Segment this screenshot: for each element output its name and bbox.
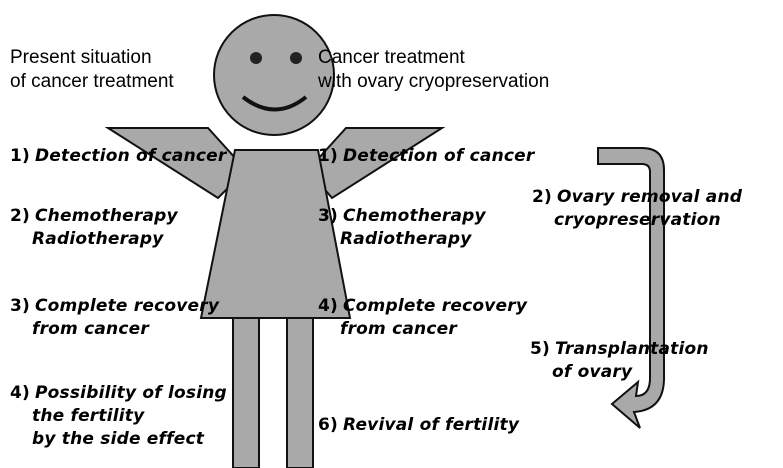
step-number: 1) (10, 146, 30, 166)
step-text: Complete recovery (343, 296, 527, 316)
heading-ovary-cryopreservation: Cancer treatment with ovary cryopreserva… (318, 46, 549, 94)
heading-line: with ovary cryopreservation (318, 70, 549, 94)
left-step-1: 1)Detection of cancer (10, 145, 226, 168)
step-text: Chemotherapy (35, 206, 178, 226)
step-text: Chemotherapy (343, 206, 486, 226)
step-text: the fertility (10, 405, 227, 428)
step-text: Radiotherapy (10, 228, 178, 251)
step-number: 2) (10, 206, 30, 226)
left-step-2: 2)Chemotherapy Radiotherapy (10, 205, 178, 251)
step-text: Ovary removal and (557, 187, 742, 207)
right-eye (290, 52, 302, 64)
step-text: by the side effect (10, 428, 227, 451)
heading-line: Cancer treatment (318, 46, 549, 70)
right-step-6: 6)Revival of fertility (318, 414, 519, 437)
left-leg (233, 318, 259, 468)
step-text: Radiotherapy (318, 228, 486, 251)
step-text: from cancer (318, 318, 527, 341)
step-number: 2) (532, 187, 552, 207)
step-number: 1) (318, 146, 338, 166)
head (214, 15, 334, 135)
step-text: Transplantation (555, 339, 709, 359)
step-text: Detection of cancer (343, 146, 534, 166)
right-step-1: 1)Detection of cancer (318, 145, 534, 168)
step-text: Possibility of losing (35, 383, 227, 403)
step-number: 6) (318, 415, 338, 435)
left-step-3: 3)Complete recovery from cancer (10, 295, 219, 341)
step-number: 3) (10, 296, 30, 316)
step-number: 4) (318, 296, 338, 316)
step-number: 4) (10, 383, 30, 403)
step-number: 3) (318, 206, 338, 226)
step-text: Detection of cancer (35, 146, 226, 166)
left-step-4: 4)Possibility of losing the fertility by… (10, 382, 227, 451)
right-leg (287, 318, 313, 468)
side-step-5: 5)Transplantation of ovary (530, 338, 709, 384)
heading-line: of cancer treatment (10, 70, 174, 94)
step-text: of ovary (530, 361, 709, 384)
step-number: 5) (530, 339, 550, 359)
step-text: Complete recovery (35, 296, 219, 316)
right-step-4: 4)Complete recovery from cancer (318, 295, 527, 341)
side-step-2: 2)Ovary removal and cryopreservation (532, 186, 742, 232)
heading-present-situation: Present situation of cancer treatment (10, 46, 174, 94)
heading-line: Present situation (10, 46, 174, 70)
step-text: from cancer (10, 318, 219, 341)
left-eye (250, 52, 262, 64)
step-text: Revival of fertility (343, 415, 519, 435)
step-text: cryopreservation (532, 209, 742, 232)
right-step-3: 3)Chemotherapy Radiotherapy (318, 205, 486, 251)
